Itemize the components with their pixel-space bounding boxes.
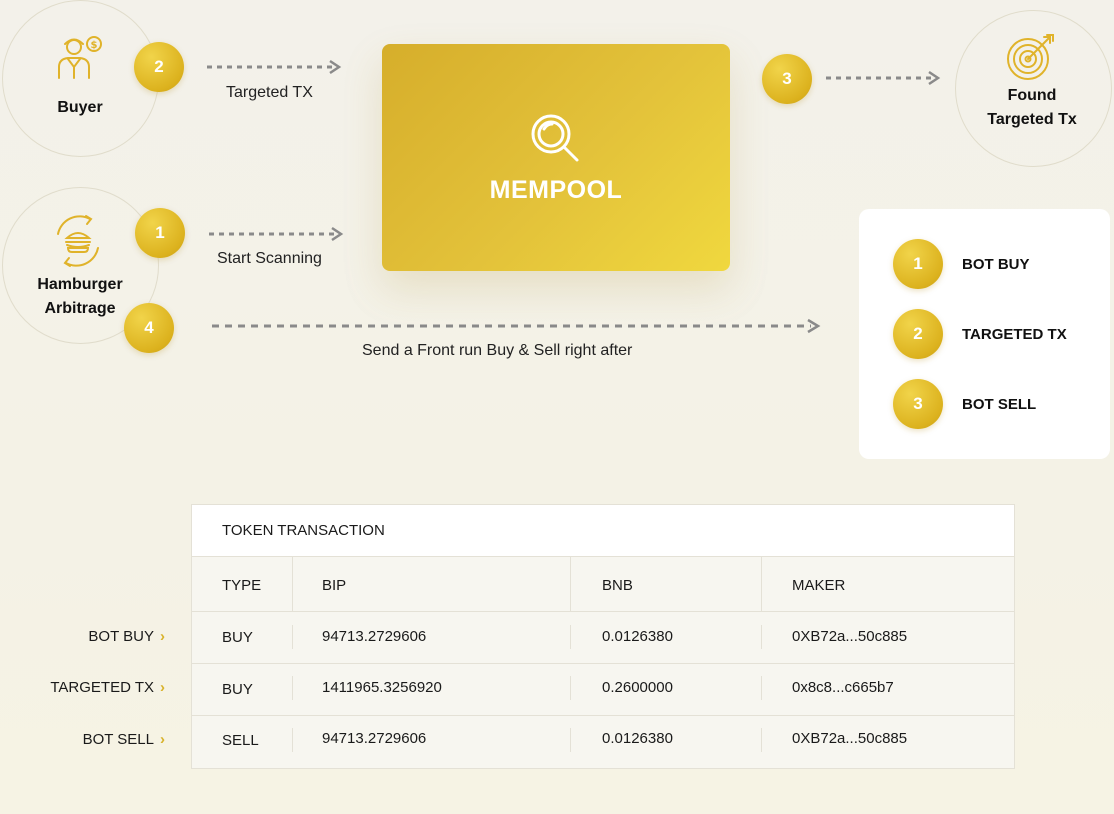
burger-icon <box>57 215 99 267</box>
hamburger-label-1: Hamburger <box>37 276 123 293</box>
chevron-right-icon: › <box>160 731 165 748</box>
row-label-targeted-tx: TARGETED TX › <box>20 679 165 696</box>
hamburger-circle <box>2 187 159 344</box>
row-divider <box>192 663 1014 664</box>
cell-divider <box>761 728 762 752</box>
table-cell: 1411965.3256920 <box>322 679 442 696</box>
column-divider <box>292 557 293 611</box>
table-cell: 0x8c8...c665b7 <box>792 679 894 696</box>
targeted-tx-arrow <box>207 59 342 75</box>
row-label-text: BOT SELL <box>82 731 154 748</box>
cell-divider <box>570 728 571 752</box>
mempool-title: MEMPOOL <box>489 176 623 204</box>
step-badge-3: 3 <box>893 379 943 429</box>
token-transaction-table: TOKEN TRANSACTION TYPE BIP BNB MAKER BUY… <box>191 504 1015 769</box>
header-bnb: BNB <box>602 577 633 594</box>
targeted-tx-label: Targeted TX <box>226 84 313 101</box>
cell-divider <box>570 676 571 700</box>
start-scanning-label: Start Scanning <box>217 250 322 267</box>
cell-divider <box>761 676 762 700</box>
table-cell: 94713.2729606 <box>322 628 427 645</box>
table-cell: 0XB72a...50c885 <box>792 730 908 747</box>
buyer-label: Buyer <box>57 99 103 116</box>
table-cell: BUY <box>222 629 253 646</box>
step-label-3: BOT SELL <box>962 396 1037 413</box>
header-bip: BIP <box>322 577 347 594</box>
badge-2: 2 <box>134 42 184 92</box>
cell-divider <box>292 676 293 700</box>
target-icon <box>1007 34 1054 80</box>
svg-text:$: $ <box>91 40 98 51</box>
found-arrow <box>826 70 941 86</box>
mempool-box: MEMPOOL <box>382 44 730 271</box>
cell-divider <box>292 625 293 649</box>
row-divider <box>192 715 1014 716</box>
badge-1: 1 <box>135 208 185 258</box>
table-cell: 0.0126380 <box>602 730 673 747</box>
row-label-bot-sell: BOT SELL › <box>20 731 165 748</box>
found-label-2: Targeted Tx <box>987 111 1077 128</box>
cell-divider <box>292 728 293 752</box>
table-cell: 0.2600000 <box>602 679 673 696</box>
table-title: TOKEN TRANSACTION <box>222 522 385 539</box>
row-label-bot-buy: BOT BUY › <box>20 628 165 645</box>
steps-panel: 1 BOT BUY 2 TARGETED TX 3 BOT SELL <box>859 209 1110 459</box>
cell-divider <box>761 625 762 649</box>
start-scanning-arrow <box>209 226 344 242</box>
hamburger-label-2: Arbitrage <box>44 300 116 317</box>
front-run-arrow <box>212 318 821 334</box>
badge-4: 4 <box>124 303 174 353</box>
cell-divider <box>570 625 571 649</box>
table-title-bar: TOKEN TRANSACTION <box>192 505 1014 557</box>
found-circle <box>955 10 1112 167</box>
table-cell: 0XB72a...50c885 <box>792 628 908 645</box>
buyer-icon: $ <box>58 36 102 79</box>
header-type: TYPE <box>222 577 262 594</box>
table-cell: 94713.2729606 <box>322 730 427 747</box>
table-cell: SELL <box>222 732 259 749</box>
step-label-1: BOT BUY <box>962 256 1030 273</box>
front-run-label: Send a Front run Buy & Sell right after <box>362 342 633 359</box>
row-label-text: BOT BUY <box>88 628 154 645</box>
step-label-2: TARGETED TX <box>962 326 1067 343</box>
column-divider <box>570 557 571 611</box>
step-badge-2: 2 <box>893 309 943 359</box>
table-cell: 0.0126380 <box>602 628 673 645</box>
badge-3: 3 <box>762 54 812 104</box>
row-divider <box>192 611 1014 612</box>
chevron-right-icon: › <box>160 628 165 645</box>
table-cell: BUY <box>222 681 253 698</box>
chevron-right-icon: › <box>160 679 165 696</box>
row-label-text: TARGETED TX <box>50 679 154 696</box>
header-maker: MAKER <box>792 577 846 594</box>
column-divider <box>761 557 762 611</box>
magnifier-icon <box>531 114 579 162</box>
found-label-1: Found <box>1007 87 1057 104</box>
step-badge-1: 1 <box>893 239 943 289</box>
